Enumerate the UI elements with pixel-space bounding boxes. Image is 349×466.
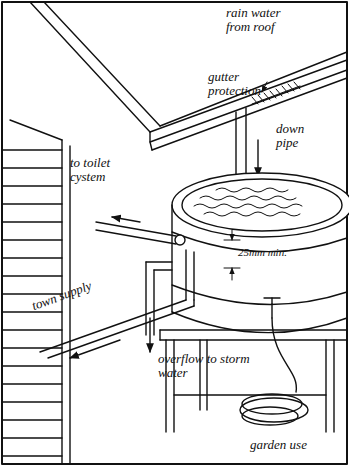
overflow-pipe-part [146, 261, 172, 262]
house-wall-part [2, 221, 62, 222]
house-wall-part [2, 275, 62, 276]
roof-and-gutter-part [150, 70, 347, 142]
overflow-pipe-part [149, 318, 150, 352]
house-wall-part [2, 203, 62, 204]
house-wall-part [2, 239, 62, 240]
down-pipe-part [257, 140, 258, 176]
annotation-label: to toilet cystem [70, 156, 132, 183]
house-wall-part [2, 383, 62, 384]
tap-and-hose [240, 298, 308, 425]
tap-and-hose-part [242, 407, 298, 425]
water-tank-part [172, 285, 347, 304]
house-wall-part [69, 146, 70, 464]
house-wall-part [2, 257, 62, 258]
house-wall-part [2, 311, 62, 312]
tank-stand-part [159, 330, 160, 340]
house-wall-part [2, 437, 62, 438]
annotation-label: 25mm min. [238, 247, 287, 259]
town-supply-pipe-part [40, 300, 186, 352]
tank-stand-part [174, 394, 326, 395]
town-supply-pipe-part [193, 252, 194, 300]
tank-stand-part [160, 329, 347, 330]
house-wall-part [2, 365, 62, 366]
town-supply-pipe [40, 250, 194, 358]
annotation-label: overflow to storm water [158, 352, 258, 379]
toilet-pipe-part [175, 235, 185, 245]
roof-and-gutter-part [160, 52, 347, 126]
roof-and-gutter-part [150, 60, 347, 132]
dimension-25mm [224, 230, 240, 280]
water-tank-part [172, 173, 349, 237]
tank-stand-part [206, 340, 207, 410]
house-wall-part [2, 419, 62, 420]
annotation-label: town supply [30, 279, 93, 313]
overflow-pipe-part [154, 269, 172, 270]
dimension-25mm-part [232, 268, 233, 280]
house-wall-part [2, 401, 62, 402]
town-supply-pipe-part [185, 250, 186, 300]
gutter-mesh-part [262, 82, 267, 92]
tap-and-hose-part [271, 298, 272, 304]
roof-and-gutter-part [30, 2, 150, 132]
water-tank-part [200, 196, 296, 200]
roof-and-gutter [30, 2, 347, 150]
tap-and-hose-part [271, 304, 272, 318]
tank-stand-part [325, 340, 326, 432]
annotation-label: gutter protection [208, 70, 274, 97]
toilet-pipe [96, 217, 185, 245]
house-wall-part [2, 329, 62, 330]
tank-stand-part [199, 340, 200, 410]
roof-and-gutter-part [150, 132, 152, 150]
house-wall-part [2, 185, 62, 186]
roof-and-gutter-part [44, 2, 160, 126]
tank-stand-part [333, 340, 334, 432]
overflow-pipe-part [153, 270, 154, 335]
town-supply-pipe-part [48, 306, 194, 358]
dimension-25mm-part [232, 230, 233, 240]
annotation-label: rain water from roof [226, 6, 306, 33]
tap-and-hose-part [272, 318, 296, 392]
town-supply-pipe-part [70, 340, 120, 358]
annotation-label: down pipe [276, 122, 316, 149]
water-tank-part [182, 179, 342, 231]
water-tank-part [194, 204, 302, 208]
water-tank [172, 173, 349, 333]
toilet-pipe-part [96, 230, 176, 244]
house-wall-part [2, 167, 62, 168]
annotation-label: garden use [250, 438, 307, 452]
tank-stand [160, 330, 347, 432]
overflow-pipe-part [145, 262, 146, 335]
house-wall-part [10, 120, 62, 140]
toilet-pipe-part [96, 222, 176, 236]
town-supply-pipe-part [193, 300, 194, 306]
overflow-pipe [146, 262, 172, 352]
water-tank-part [171, 205, 172, 312]
water-tank-part [204, 212, 300, 216]
house-wall-part [2, 149, 62, 150]
house-wall-part [2, 455, 62, 456]
water-tank-part [216, 188, 288, 192]
toilet-pipe-part [112, 217, 140, 222]
tank-stand-part [160, 339, 347, 340]
